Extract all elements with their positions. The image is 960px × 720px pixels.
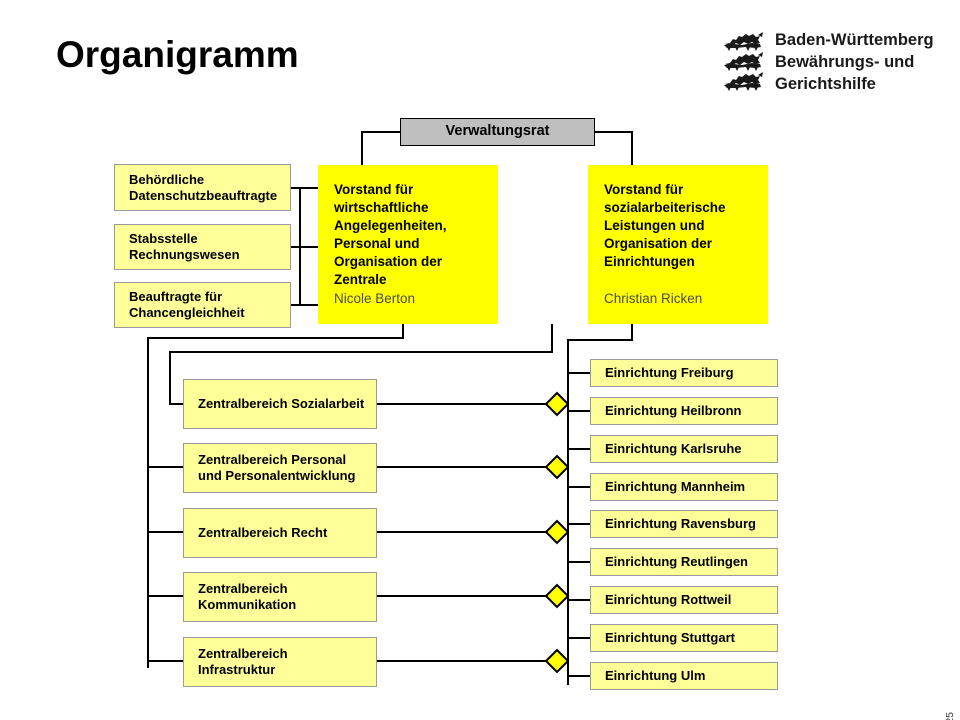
node-label: Vorstand für sozialarbeiterische Leistun… (604, 182, 726, 269)
node-label: Behördliche Datenschutzbeauftragte (129, 171, 278, 203)
logo-text-line-1: Baden-Württemberg (775, 31, 934, 49)
node-datenschutzbeauftragte[interactable]: Behördliche Datenschutzbeauftragte (114, 164, 291, 211)
node-vorstand-sozialarbeit[interactable]: Vorstand für sozialarbeiterische Leistun… (588, 165, 768, 324)
node-label: Einrichtung Stuttgart (605, 630, 735, 646)
node-label: Einrichtung Rottweil (605, 592, 732, 608)
node-label: Zentralbereich Infrastruktur (198, 646, 288, 677)
page-title: Organigramm (56, 34, 299, 75)
node-einrichtung-ravensburg[interactable]: Einrichtung Ravensburg (590, 510, 778, 538)
node-label: Zentralbereich Personal und Personalentw… (198, 452, 356, 483)
logo-text-line-2: Bewährungs- und (775, 52, 915, 71)
node-label: Einrichtung Ravensburg (605, 516, 756, 532)
node-label: Verwaltungsrat (445, 123, 550, 140)
node-label: Einrichtung Karlsruhe (605, 441, 742, 457)
node-einrichtung-karlsruhe[interactable]: Einrichtung Karlsruhe (590, 435, 778, 463)
node-zentralbereich-personal[interactable]: Zentralbereich Personal und Personalentw… (183, 443, 377, 493)
node-person: Christian Ricken (604, 291, 703, 307)
logo-text-line-3: Gerichtshilfe (775, 74, 876, 93)
node-einrichtung-mannheim[interactable]: Einrichtung Mannheim (590, 473, 778, 501)
node-label: Einrichtung Freiburg (605, 365, 734, 381)
node-zentralbereich-sozialarbeit[interactable]: Zentralbereich Sozialarbeit (183, 379, 377, 429)
three-lions-crest-icon (724, 32, 763, 91)
node-label: Stabsstelle Rechnungswesen (129, 231, 240, 262)
node-label: Zentralbereich Kommunikation (198, 581, 297, 612)
node-person: Nicole Berton (334, 291, 416, 307)
node-zentralbereich-kommunikation[interactable]: Zentralbereich Kommunikation (183, 572, 377, 622)
node-zentralbereich-recht[interactable]: Zentralbereich Recht (183, 508, 377, 558)
junction-diamond (544, 391, 570, 417)
node-label: Zentralbereich Sozialarbeit (198, 396, 365, 412)
junction-diamond (544, 454, 570, 480)
node-label: Zentralbereich Recht (198, 525, 328, 541)
junction-diamond (544, 583, 570, 609)
node-einrichtung-rottweil[interactable]: Einrichtung Rottweil (590, 586, 778, 614)
node-einrichtung-ulm[interactable]: Einrichtung Ulm (590, 662, 778, 690)
node-einrichtung-heilbronn[interactable]: Einrichtung Heilbronn (590, 397, 778, 425)
node-zentralbereich-infrastruktur[interactable]: Zentralbereich Infrastruktur (183, 637, 377, 687)
node-beauftragte-chancengleichheit[interactable]: Beauftragte für Chancengleichheit (114, 282, 291, 328)
node-verwaltungsrat[interactable]: Verwaltungsrat (400, 118, 595, 146)
node-einrichtung-freiburg[interactable]: Einrichtung Freiburg (590, 359, 778, 387)
node-label: Einrichtung Ulm (605, 668, 706, 684)
node-label: Einrichtung Reutlingen (605, 554, 748, 570)
node-einrichtung-reutlingen[interactable]: Einrichtung Reutlingen (590, 548, 778, 576)
logo-text: Baden-Württemberg Bewährungs- und Gerich… (775, 30, 934, 96)
logo: Baden-Württemberg Bewährungs- und Gerich… (722, 30, 934, 96)
junction-diamond (544, 648, 570, 674)
date-stamp: Stand: 01.2025 (944, 712, 956, 720)
node-einrichtung-stuttgart[interactable]: Einrichtung Stuttgart (590, 624, 778, 652)
node-vorstand-wirtschaft[interactable]: Vorstand für wirtschaftliche Angelegenhe… (318, 165, 498, 324)
node-label: Einrichtung Mannheim (605, 479, 746, 495)
node-label: Einrichtung Heilbronn (605, 403, 742, 419)
junction-diamond (544, 519, 570, 545)
node-label: Vorstand für wirtschaftliche Angelegenhe… (334, 182, 447, 287)
node-label: Beauftragte für Chancengleichheit (129, 289, 245, 320)
node-stabsstelle-rechnungswesen[interactable]: Stabsstelle Rechnungswesen (114, 224, 291, 270)
